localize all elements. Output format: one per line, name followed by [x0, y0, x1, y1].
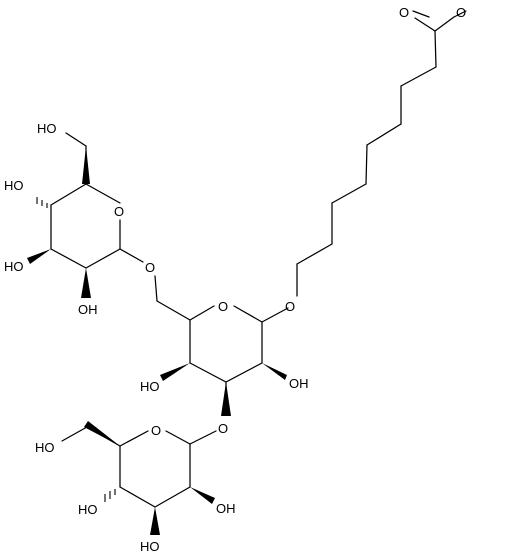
lower-sugar-ring [61, 426, 217, 508]
lower-ho-left-label: HO [78, 502, 98, 517]
carbonyl-oxygen-label: O [399, 5, 409, 20]
ester-chain [296, 10, 467, 297]
upper-ho-left-label: HO [4, 178, 24, 193]
lower-ho-bottom-label: HO [140, 539, 160, 554]
lower-ring-oxygen-label: O [151, 423, 161, 438]
upper-ring-stereo [27, 146, 91, 298]
central-ring-oxygen-label: O [218, 299, 228, 314]
glycosidic-oxygen-chain-label: O [285, 299, 295, 314]
central-ho-left-label: HO [140, 379, 160, 394]
glycosidic-oxygen-upper-label: O [145, 260, 155, 275]
upper-sugar-ring [50, 132, 144, 269]
lower-ring-stereo [84, 421, 215, 535]
upper-ho-bottom-left-label: HO [4, 259, 24, 274]
central-ring-stereo [160, 363, 287, 416]
upper-ho-ch2-label: HO [37, 121, 57, 136]
central-sugar-ring [154, 275, 289, 413]
upper-ring-oxygen-label: O [114, 204, 124, 219]
lower-oh-right-label: OH [216, 501, 236, 516]
glycosidic-oxygen-lower-label: O [218, 421, 228, 436]
lower-ho-ch2-label: HO [35, 440, 55, 455]
central-oh-right-label: OH [289, 376, 309, 391]
upper-oh-bottom-label: OH [78, 302, 98, 317]
ester-oxygen-label: O [456, 5, 466, 20]
atom-labels: O O O O OH HO O O O HO HO HO OH O HO OH … [4, 5, 466, 554]
